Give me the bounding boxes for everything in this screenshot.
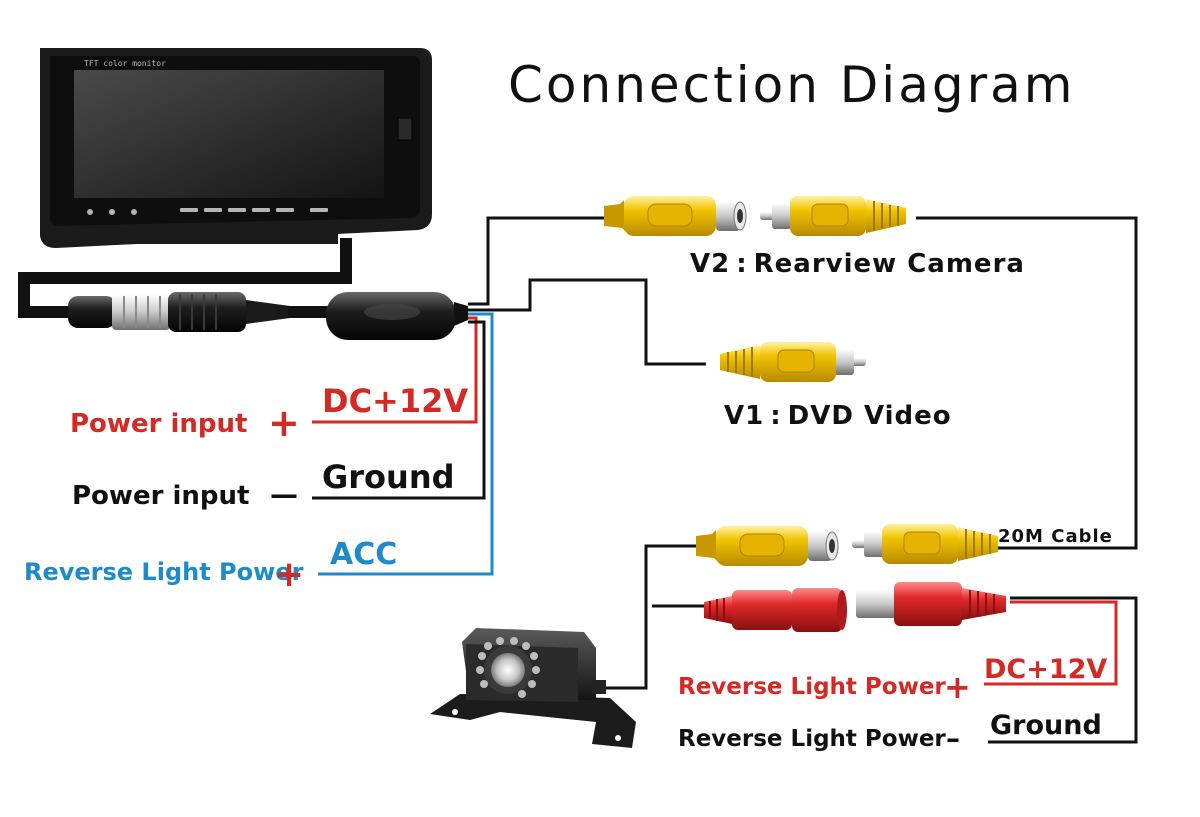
v1-label: V1:DVD Video — [724, 401, 952, 431]
acc-sign: + — [274, 554, 304, 595]
power-positive-label: Power input — [70, 409, 247, 439]
cable-connector — [68, 292, 468, 340]
wire-camera-positive — [984, 600, 1118, 686]
wire-ground — [312, 320, 486, 500]
monitor-screen — [74, 70, 384, 198]
power-ground-value: Ground — [322, 458, 455, 496]
cable-length-label: 20M Cable — [998, 526, 1113, 547]
rearview-camera — [430, 628, 636, 748]
wire-acc — [318, 312, 494, 576]
v2-male-rca-plug — [759, 195, 907, 237]
monitor-cable — [18, 238, 352, 318]
camera-positive-label: Reverse Light Power — [678, 674, 946, 700]
camera-lens — [491, 653, 525, 687]
tft-monitor: TFT color monitor — [40, 48, 432, 248]
monitor-buttons — [87, 208, 328, 215]
wire-20m-cable — [916, 216, 1138, 550]
power-positive-sign: + — [268, 401, 300, 445]
wire-v1 — [468, 278, 706, 366]
wire-camera-video — [606, 544, 700, 690]
wire-v2 — [468, 216, 606, 306]
power-negative-label: Power input — [72, 481, 249, 511]
power-wire-labels: Power input + DC+12V Power input — Groun… — [24, 382, 468, 595]
acc-value: ACC — [330, 537, 397, 572]
monitor-brand-text: TFT color monitor — [84, 59, 166, 68]
v2-label: V2:Rearview Camera — [690, 249, 1025, 279]
camera-ground-value: Ground — [990, 710, 1102, 741]
camera-wire-labels: Reverse Light Power + DC+12V Reverse Lig… — [678, 654, 1107, 755]
wire-camera-ground — [988, 596, 1138, 744]
camera-female-dc-plug — [703, 587, 848, 633]
power-positive-value: DC+12V — [322, 382, 468, 420]
camera-positive-sign: + — [944, 668, 971, 706]
v2-female-rca-plug — [603, 195, 747, 237]
diagram-title: Connection Diagram — [508, 56, 1075, 114]
power-negative-sign: — — [270, 478, 298, 511]
wire-power-positive — [312, 316, 478, 424]
v1-male-rca-plug — [719, 341, 867, 383]
camera-male-dc-plug — [855, 581, 1007, 627]
camera-negative-label: Reverse Light Power — [678, 726, 946, 752]
camera-male-rca-plug — [851, 523, 999, 565]
acc-label: Reverse Light Power — [24, 558, 304, 586]
camera-female-rca-plug — [695, 525, 839, 567]
camera-positive-value: DC+12V — [984, 654, 1107, 685]
camera-negative-sign: – — [946, 722, 960, 755]
